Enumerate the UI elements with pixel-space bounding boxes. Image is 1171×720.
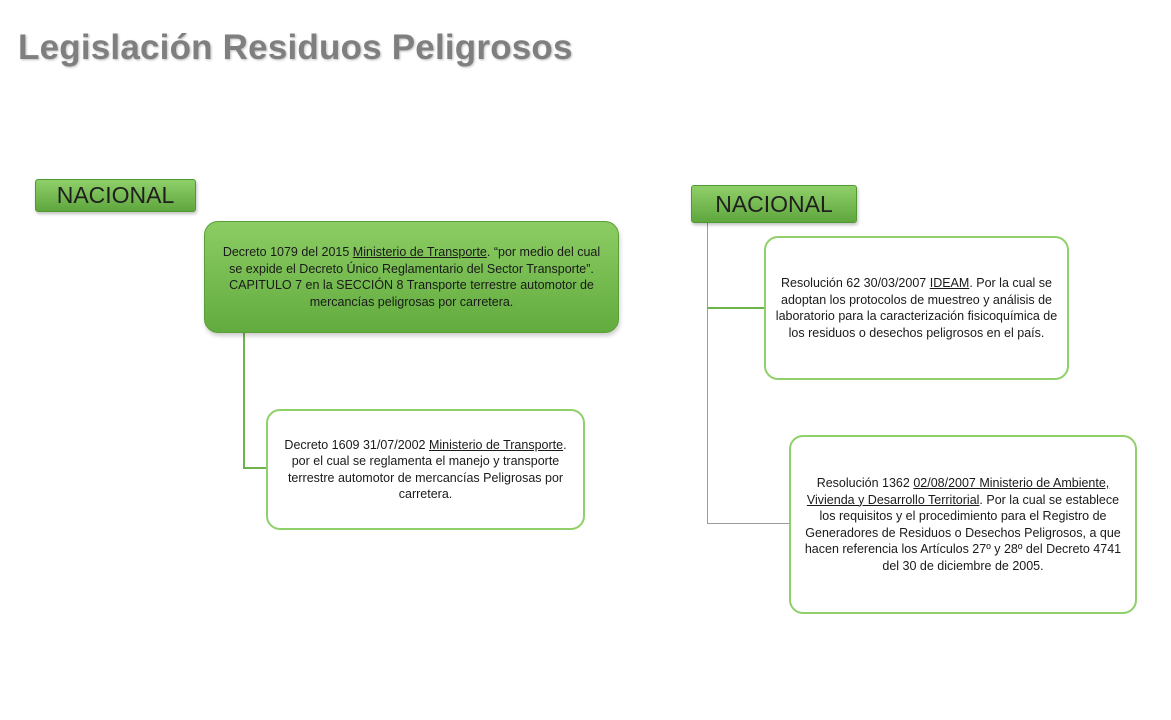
- node-decreto-1079: Decreto 1079 del 2015 Ministerio de Tran…: [204, 221, 619, 333]
- connector-left-horizontal: [243, 467, 267, 469]
- node-resolucion-62-text: Resolución 62 30/03/2007 IDEAM. Por la c…: [775, 276, 1058, 340]
- tag-nacional-right: NACIONAL: [691, 185, 857, 223]
- node-decreto-1079-text: Decreto 1079 del 2015 Ministerio de Tran…: [222, 245, 601, 309]
- node-decreto-1609-text: Decreto 1609 31/07/2002 Ministerio de Tr…: [284, 437, 567, 502]
- link-ideam: IDEAM: [929, 276, 970, 290]
- node-resolucion-1362-text: Resolución 1362 02/08/2007 Ministerio de…: [804, 476, 1122, 573]
- connector-right-branch-2: [707, 523, 790, 524]
- node-resolucion-62: Resolución 62 30/03/2007 IDEAM. Por la c…: [764, 236, 1069, 380]
- connector-right-vertical: [707, 222, 708, 524]
- link-ministerio-ambiente: 02/08/2007 Ministerio de Ambiente, Vivie…: [806, 476, 1110, 507]
- link-ministerio-transporte-2: Ministerio de Transporte: [428, 437, 564, 452]
- link-ministerio-transporte: Ministerio de Transporte: [352, 245, 487, 259]
- connector-left-vertical: [243, 333, 245, 469]
- node-resolucion-1362: Resolución 1362 02/08/2007 Ministerio de…: [789, 435, 1137, 614]
- tag-nacional-left: NACIONAL: [35, 179, 196, 212]
- node-decreto-1609: Decreto 1609 31/07/2002 Ministerio de Tr…: [266, 409, 585, 530]
- connector-right-branch-1: [707, 307, 765, 309]
- page-title: Legislación Residuos Peligrosos: [18, 28, 573, 67]
